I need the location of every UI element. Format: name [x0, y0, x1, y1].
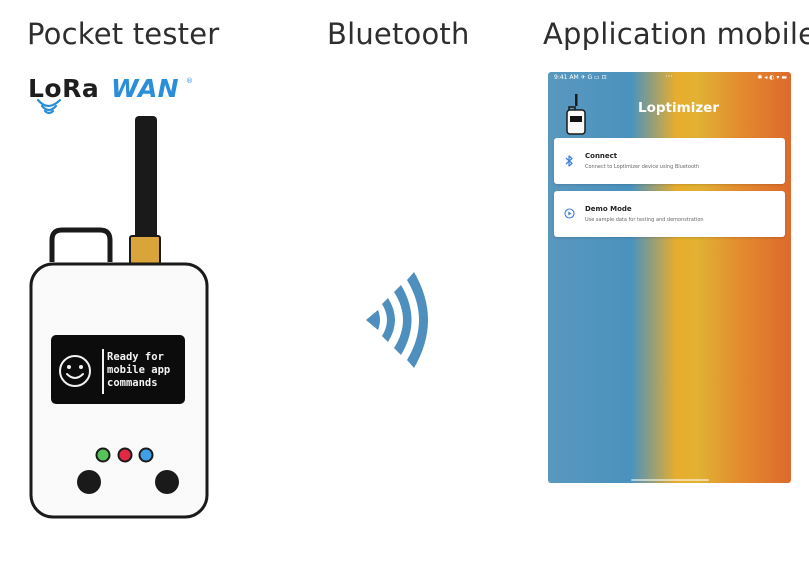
antenna [135, 116, 157, 242]
lorawan-logo: LoRa WAN ® [28, 74, 193, 118]
demo-mode-card[interactable]: Demo Mode Use sample data for testing an… [554, 191, 785, 237]
device-handle [49, 227, 113, 262]
app-title: Loptimizer [638, 100, 719, 116]
lorawan-logo-wan: WAN [111, 74, 179, 103]
status-time: 9:41 AM ✈ G ▭ ⊡ [554, 74, 607, 81]
screen-message: Ready for mobile app commands [107, 351, 171, 389]
device-body [29, 116, 209, 519]
mobile-app-screen: 9:41 AM ✈ G ▭ ⊡ ··· ✱ ◂ ◐ ▾ ▬ Loptimizer… [548, 72, 791, 483]
pocket-tester-heading: Pocket tester [27, 17, 220, 51]
status-bar: 9:41 AM ✈ G ▭ ⊡ ··· ✱ ◂ ◐ ▾ ▬ [548, 72, 791, 86]
connect-title: Connect [585, 152, 618, 160]
connect-subtitle: Connect to Loptimizer device using Bluet… [585, 164, 700, 170]
lorawan-waves-icon [36, 98, 62, 115]
mobile-app-heading: Application mobile [543, 17, 809, 51]
blue-led [138, 447, 154, 463]
demo-mode-subtitle: Use sample data for testing and demonstr… [585, 217, 704, 223]
smiley-face-icon [59, 355, 91, 387]
antenna-connector [129, 235, 161, 265]
screen-divider [102, 349, 104, 394]
status-icons: ✱ ◂ ◐ ▾ ▬ [757, 74, 787, 81]
home-indicator[interactable] [631, 479, 709, 481]
demo-mode-title: Demo Mode [585, 205, 632, 213]
wireless-signal-icon [366, 272, 428, 368]
red-led [117, 447, 133, 463]
bluetooth-icon [565, 155, 573, 167]
lorawan-logo-lora: LoRa [28, 74, 100, 103]
right-button [155, 470, 179, 494]
device-screen: Ready for mobile app commands [51, 335, 185, 404]
green-led [95, 447, 111, 463]
status-dots: ··· [665, 72, 673, 81]
connect-card[interactable]: Connect Connect to Loptimizer device usi… [554, 138, 785, 184]
left-button [77, 470, 101, 494]
bluetooth-heading: Bluetooth [327, 17, 470, 51]
pocket-tester-device: Ready for mobile app commands [22, 112, 217, 527]
device-app-icon [566, 94, 586, 135]
play-circle-icon [564, 208, 575, 219]
lorawan-logo-registered: ® [186, 77, 193, 85]
